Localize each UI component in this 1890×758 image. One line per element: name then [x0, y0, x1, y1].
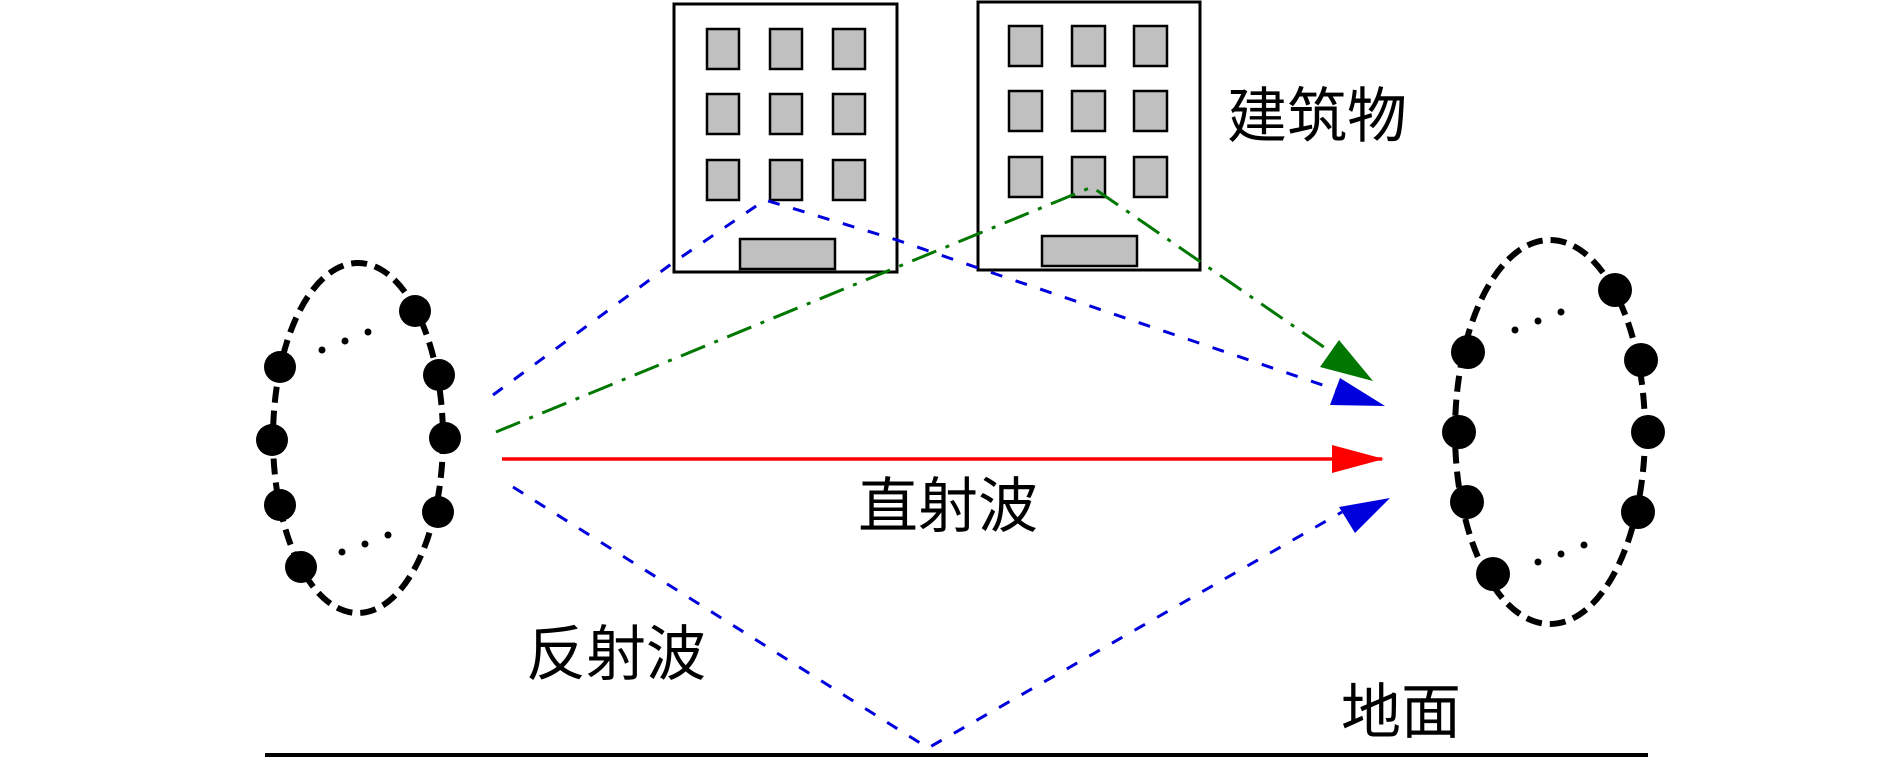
arrowhead-ground-reflection — [1339, 498, 1390, 533]
transmitter-ellipsis-bottom — [338, 531, 392, 556]
arrowhead-scattered — [1320, 340, 1373, 381]
arrowhead-direct — [1332, 445, 1384, 473]
transmitter-ellipsis-top — [318, 328, 372, 354]
reflected-arrowheads — [1330, 378, 1390, 533]
transmitter-elements — [256, 295, 461, 583]
receiver-ellipsis-bottom — [1534, 541, 1588, 566]
ground-label: 地面 — [1341, 678, 1461, 748]
transmitter-array — [256, 260, 461, 616]
ground-reflection-path — [512, 485, 1343, 750]
reflected-paths — [492, 198, 1356, 750]
receiver-elements — [1442, 273, 1665, 591]
receiver-array — [1442, 237, 1665, 627]
scattered-path — [495, 185, 1361, 434]
receiver-ellipsis-top — [1511, 308, 1565, 334]
building-left — [672, 2, 899, 274]
building-left-windows — [705, 27, 867, 271]
direct-wave-label: 直射波 — [858, 472, 1038, 542]
building-right-windows — [1007, 24, 1169, 268]
building-right — [976, 0, 1202, 272]
building-label: 建筑物 — [1227, 82, 1407, 152]
building-reflection-path — [492, 198, 1356, 398]
reflected-wave-label: 反射波 — [526, 620, 706, 690]
arrowhead-building-reflection — [1330, 378, 1385, 406]
